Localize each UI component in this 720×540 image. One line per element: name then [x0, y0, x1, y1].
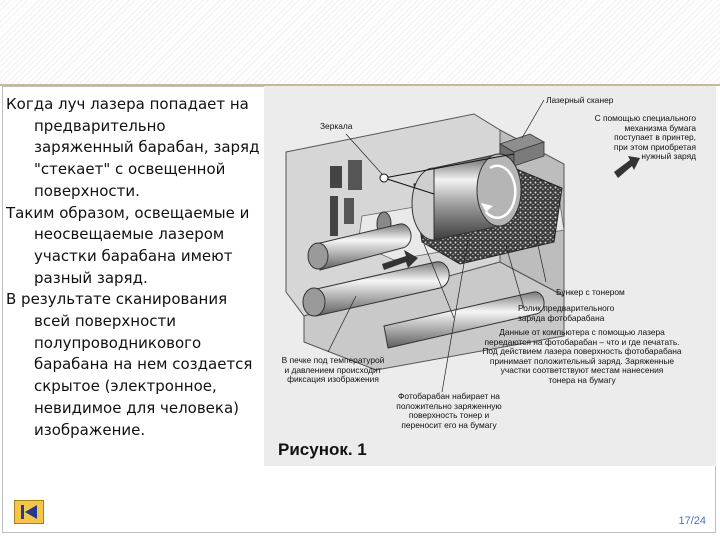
header-rule — [0, 84, 720, 86]
printer-diagram-illustration — [285, 99, 640, 393]
printer-figure: Лазерный сканер Зеркала С помощью специа… — [264, 86, 716, 466]
label-drum: Фотобарабан набирает на положительно зар… — [396, 391, 502, 430]
slide-text: Когда луч лазера попадает на предварител… — [6, 94, 264, 441]
label-charge-roller: Ролик предварительного заряда фотобараба… — [518, 303, 615, 323]
skip-back-icon — [21, 505, 37, 519]
label-mirrors: Зеркала — [320, 121, 353, 131]
label-paper-mechanism: С помощью специального механизма бумага … — [594, 113, 696, 162]
figure-caption: Рисунок. 1 — [278, 440, 367, 459]
label-toner-hopper: Бункер с тонером — [556, 287, 625, 297]
back-nav-button[interactable] — [14, 500, 44, 524]
paragraph-charge-difference: Таким образом, освещаемые и неосвещаемые… — [6, 203, 250, 287]
header-band — [0, 0, 720, 84]
label-laser-scanner: Лазерный сканер — [546, 95, 614, 105]
label-fuser: В печке под температурой и давлением про… — [281, 355, 385, 385]
label-data-transfer: Данные от компьютера с помощью лазера пе… — [482, 327, 682, 385]
page-number: 17/24 — [678, 515, 706, 527]
paragraph-latent-image: В результате сканирования всей поверхнос… — [6, 290, 253, 439]
paragraph-laser-hit: Когда луч лазера попадает на предварител… — [6, 95, 260, 200]
